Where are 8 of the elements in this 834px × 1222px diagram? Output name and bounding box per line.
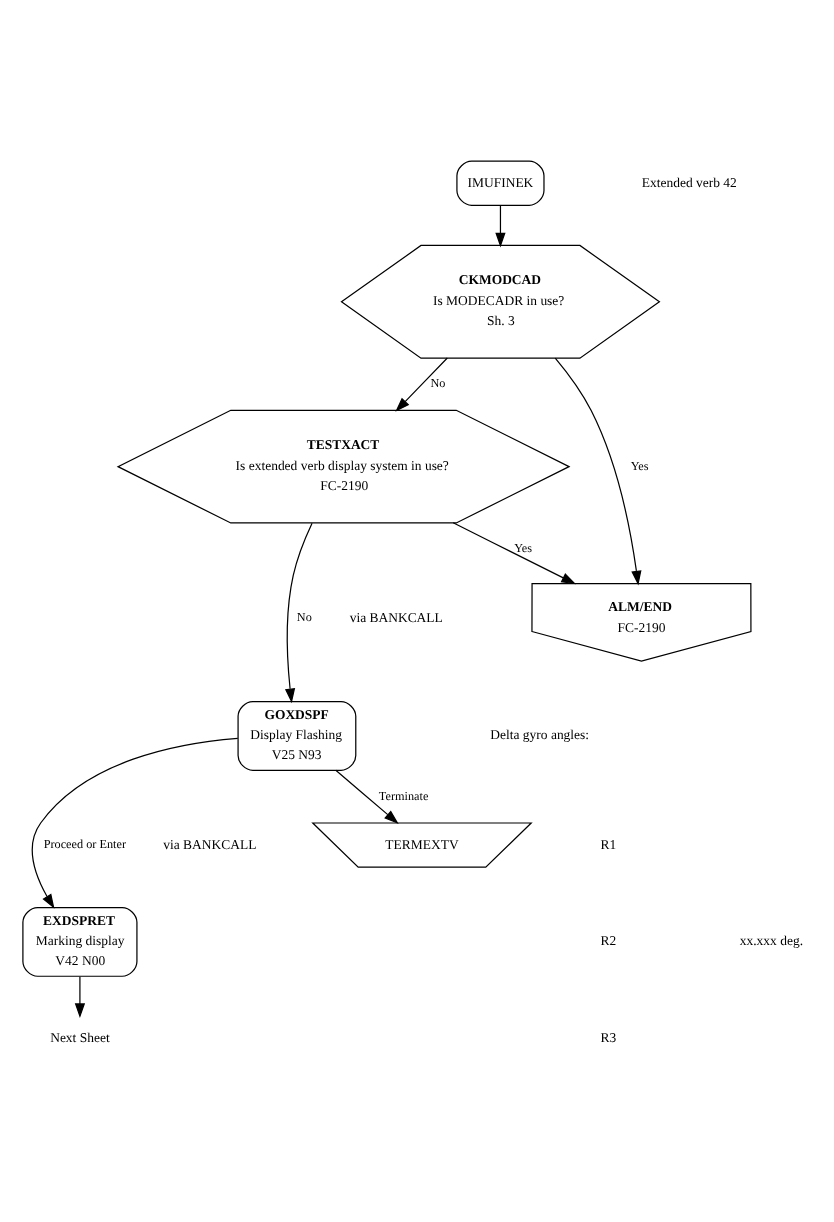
- arrow: [334, 769, 398, 824]
- arrow: [394, 357, 447, 412]
- arrow: [283, 522, 312, 704]
- arrow: [451, 522, 576, 585]
- arrow: [553, 357, 641, 586]
- arrow: [30, 737, 238, 909]
- arrow: [73, 976, 85, 1019]
- arrow: [494, 205, 505, 248]
